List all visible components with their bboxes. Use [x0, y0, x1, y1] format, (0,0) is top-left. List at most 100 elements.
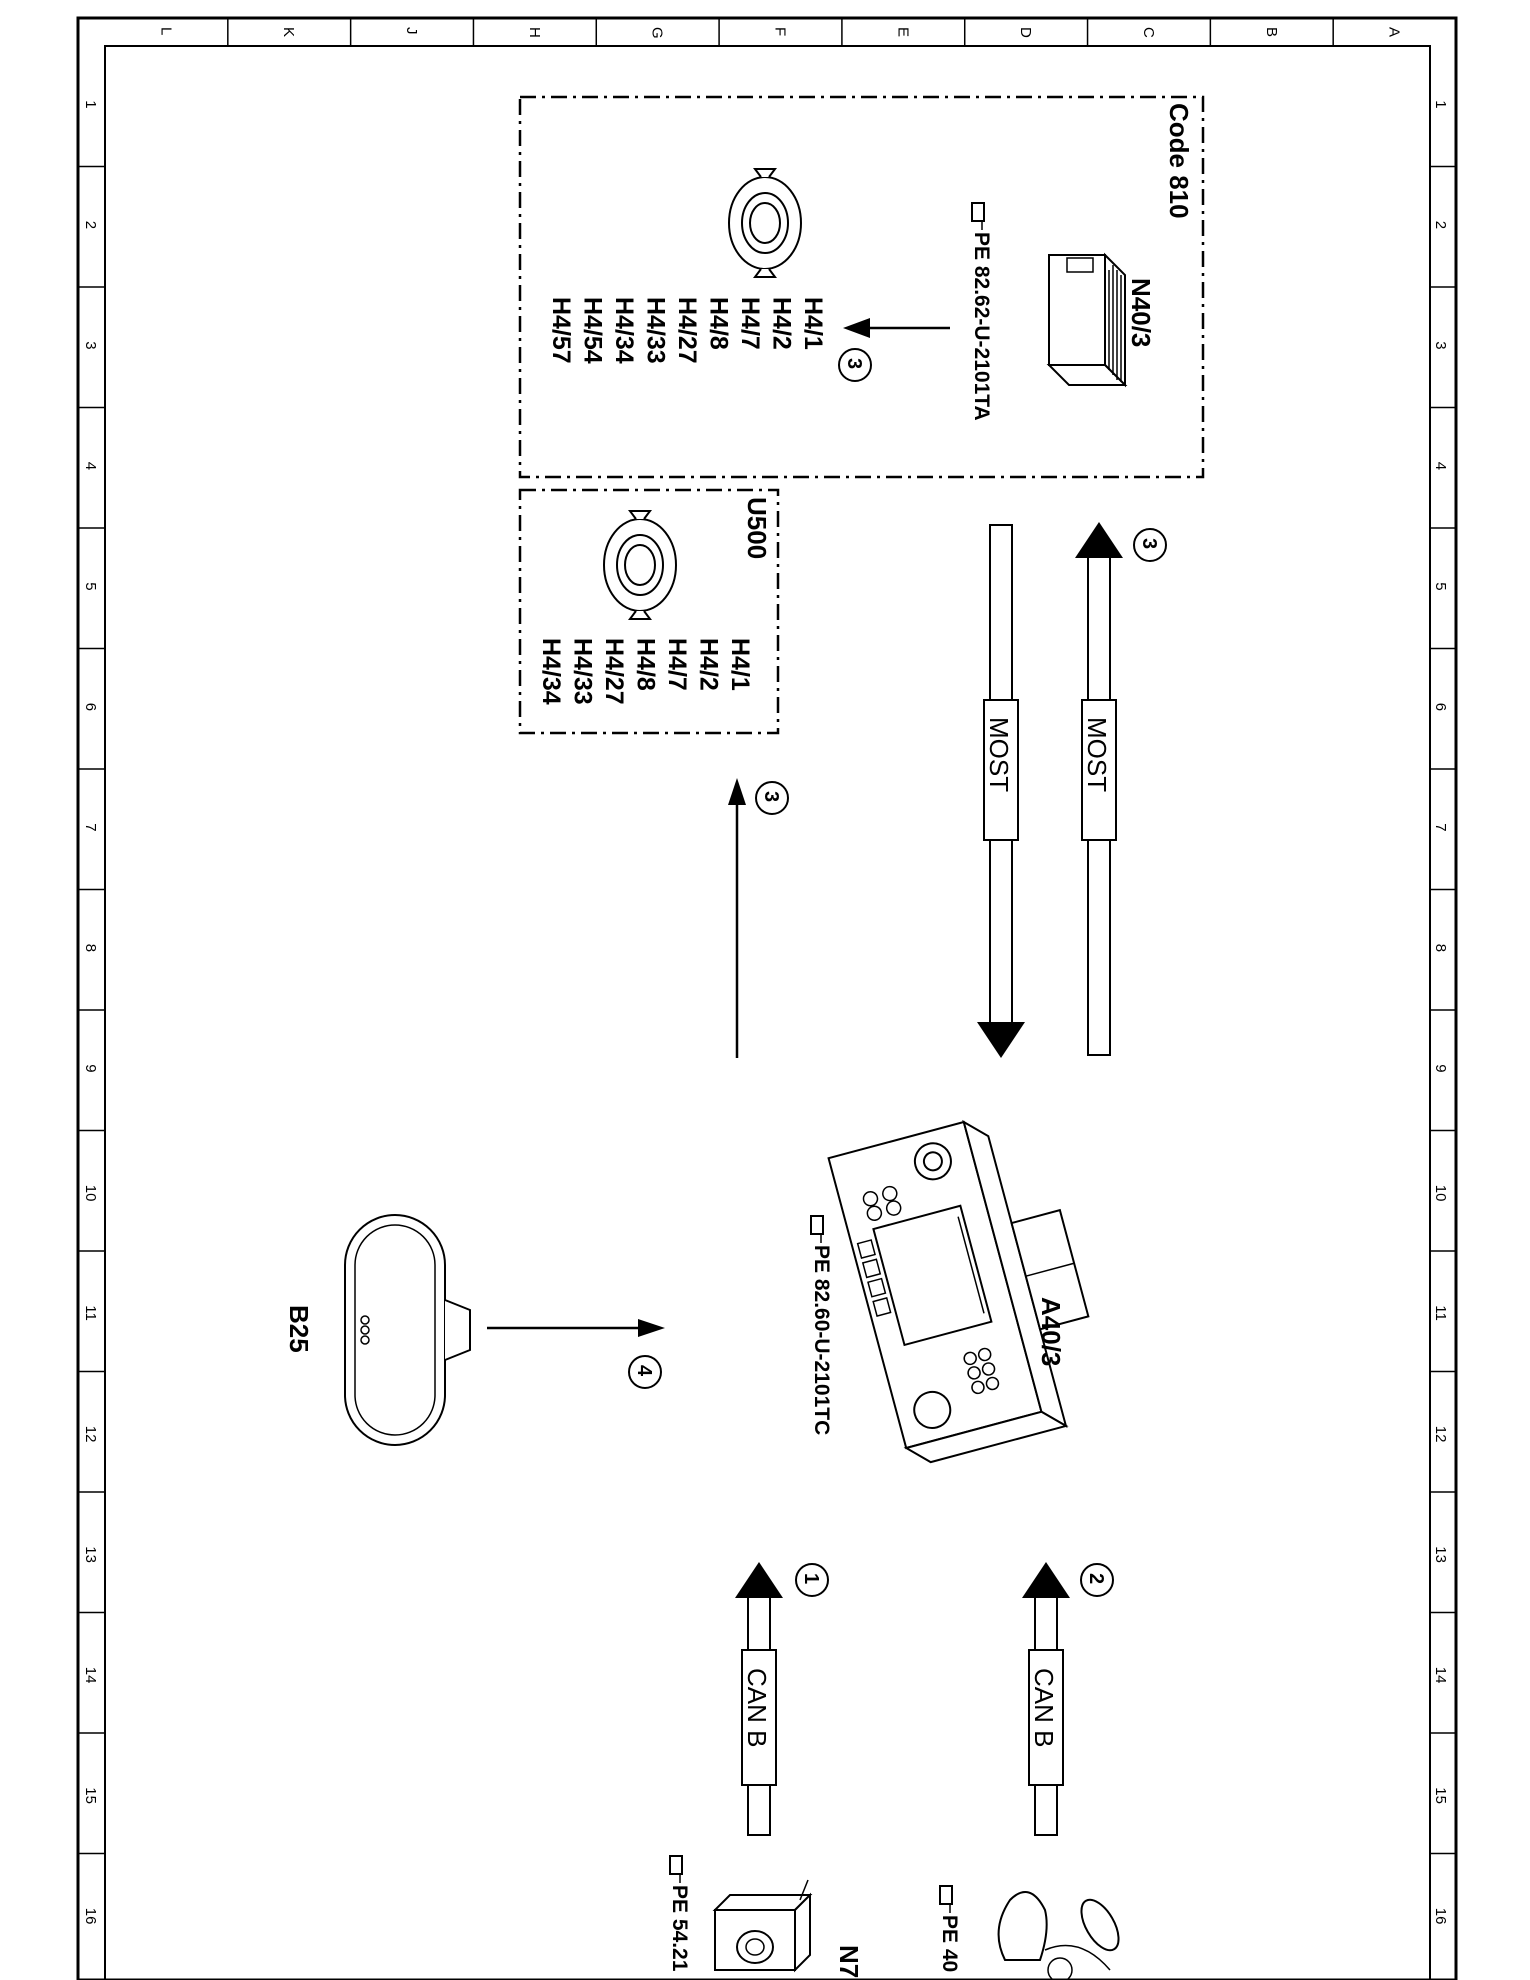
marker-circle — [1080, 1563, 1114, 1597]
speaker-label: H4/33 — [569, 638, 597, 705]
grid-row-label: 15 — [82, 1787, 99, 1804]
grid-row-label: 14 — [82, 1667, 99, 1684]
speaker-label: H4/1 — [726, 638, 754, 691]
speaker-label: H4/27 — [600, 638, 628, 705]
code-810-title: Code 810 — [1164, 103, 1194, 219]
grid-row-label: 13 — [1432, 1546, 1449, 1563]
grid-row-label: 8 — [82, 944, 99, 952]
grid-row-label: 2 — [82, 221, 99, 229]
most-bus-lower-label: MOST — [984, 717, 1014, 792]
speaker-label: H4/33 — [642, 297, 670, 364]
a40-3-label: A40/3 — [1036, 1297, 1066, 1366]
marker-circle — [795, 1563, 829, 1597]
marker-3-mid: 3 — [760, 791, 782, 802]
speaker-label: H4/2 — [768, 297, 796, 350]
grid-row-label: 4 — [82, 462, 99, 470]
grid-row-label: 12 — [82, 1426, 99, 1443]
ref-hand-icon — [971, 202, 985, 230]
speaker-label: H4/57 — [547, 297, 575, 364]
grid-row-label: 13 — [82, 1546, 99, 1563]
speaker-label: H4/1 — [799, 297, 827, 350]
grid-row-label: 1 — [1432, 100, 1449, 108]
speaker-label: H4/34 — [537, 638, 565, 705]
inner-frame — [104, 45, 1431, 1980]
grid-column-label: C — [1140, 27, 1157, 38]
grid-row-label: 16 — [82, 1908, 99, 1925]
grid-row-label: 12 — [1432, 1426, 1449, 1443]
n40-3-label: N40/3 — [1126, 278, 1156, 347]
grid-row-label: 10 — [1432, 1185, 1449, 1202]
ref-hand-icon — [810, 1215, 824, 1243]
can-b-right-head — [1022, 1562, 1070, 1598]
arrow-head — [728, 778, 746, 805]
speaker-label: H4/7 — [663, 638, 691, 691]
speaker-label: H4/27 — [673, 297, 701, 364]
marker-circle — [628, 1355, 662, 1389]
marker-circle — [1133, 528, 1167, 562]
grid-row-label: 9 — [82, 1064, 99, 1072]
grid-row-label: 3 — [1432, 341, 1449, 349]
u500-box — [518, 488, 780, 735]
grid-row-label: 7 — [1432, 823, 1449, 831]
marker-4: 4 — [633, 1365, 655, 1377]
mirror-icon — [344, 1214, 471, 1446]
grid-row-label: 14 — [1432, 1667, 1449, 1684]
speaker-label: H4/8 — [632, 638, 660, 691]
most-bus-lower-label-box — [983, 699, 1019, 841]
b25-label: B25 — [284, 1305, 314, 1353]
code-810-box — [518, 95, 1205, 479]
most-bus-upper-label: MOST — [1082, 717, 1112, 792]
a40-3-ref: PE 82.60-U-2101TC — [810, 1245, 833, 1435]
speaker-label: H4/8 — [705, 297, 733, 350]
most-bus-upper-label-box — [1081, 699, 1117, 841]
grid-row-label: 6 — [82, 703, 99, 711]
grid-column-label: J — [403, 27, 420, 35]
grid-row-label: 11 — [82, 1305, 99, 1321]
can-b-left-label: CAN B — [742, 1668, 772, 1747]
grid-row-label: 7 — [82, 823, 99, 831]
can-b-left-label-box — [741, 1649, 777, 1786]
speaker-label: H4/2 — [695, 638, 723, 691]
marker-circle — [838, 348, 872, 382]
grid-column-label: K — [280, 27, 297, 37]
arrow-head — [843, 318, 870, 338]
most-bus-lower-head — [977, 1022, 1025, 1058]
grid-row-label: 1 — [82, 100, 99, 108]
steering-control-icon — [997, 1891, 1120, 1980]
grid-column-label: E — [894, 27, 911, 37]
can-b-left-head — [735, 1562, 783, 1598]
speaker-icon — [603, 510, 677, 620]
u500-title: U500 — [742, 497, 772, 559]
marker-circle — [755, 781, 789, 815]
grid-column-label: F — [772, 27, 789, 36]
speaker-label: H4/34 — [610, 297, 638, 364]
speaker-label: H4/54 — [579, 297, 607, 364]
marker-3-box: 3 — [843, 358, 865, 369]
grid-column-label: D — [1017, 27, 1034, 38]
head-unit-icon — [827, 1119, 1090, 1464]
arrow-head — [638, 1319, 665, 1337]
grid-row-label: 5 — [1432, 582, 1449, 590]
can-b-right-label: CAN B — [1029, 1668, 1059, 1747]
grid-row-label: 15 — [1432, 1787, 1449, 1804]
speaker-label: H4/7 — [736, 297, 764, 350]
marker-3-top: 3 — [1138, 538, 1160, 549]
most-bus-upper-head — [1075, 522, 1123, 558]
ref-hand-icon — [669, 1855, 683, 1883]
grid-column-label: A — [1386, 27, 1403, 37]
grid-row-label: 10 — [82, 1185, 99, 1202]
bottom-right-ref: PE 40 — [938, 1915, 961, 1972]
grid-column-label: G — [649, 27, 666, 39]
n73-ref: PE 54.21 — [668, 1885, 691, 1972]
can-b-right-label-box — [1028, 1649, 1064, 1786]
ref-hand-icon — [939, 1885, 953, 1913]
grid-row-label: 9 — [1432, 1064, 1449, 1072]
grid-column-label: B — [1263, 27, 1280, 37]
speaker-icon — [728, 168, 802, 278]
grid-row-label: 5 — [82, 582, 99, 590]
grid-row-label: 16 — [1432, 1908, 1449, 1925]
grid-column-label: L — [157, 27, 174, 35]
grid-row-label: 3 — [82, 341, 99, 349]
